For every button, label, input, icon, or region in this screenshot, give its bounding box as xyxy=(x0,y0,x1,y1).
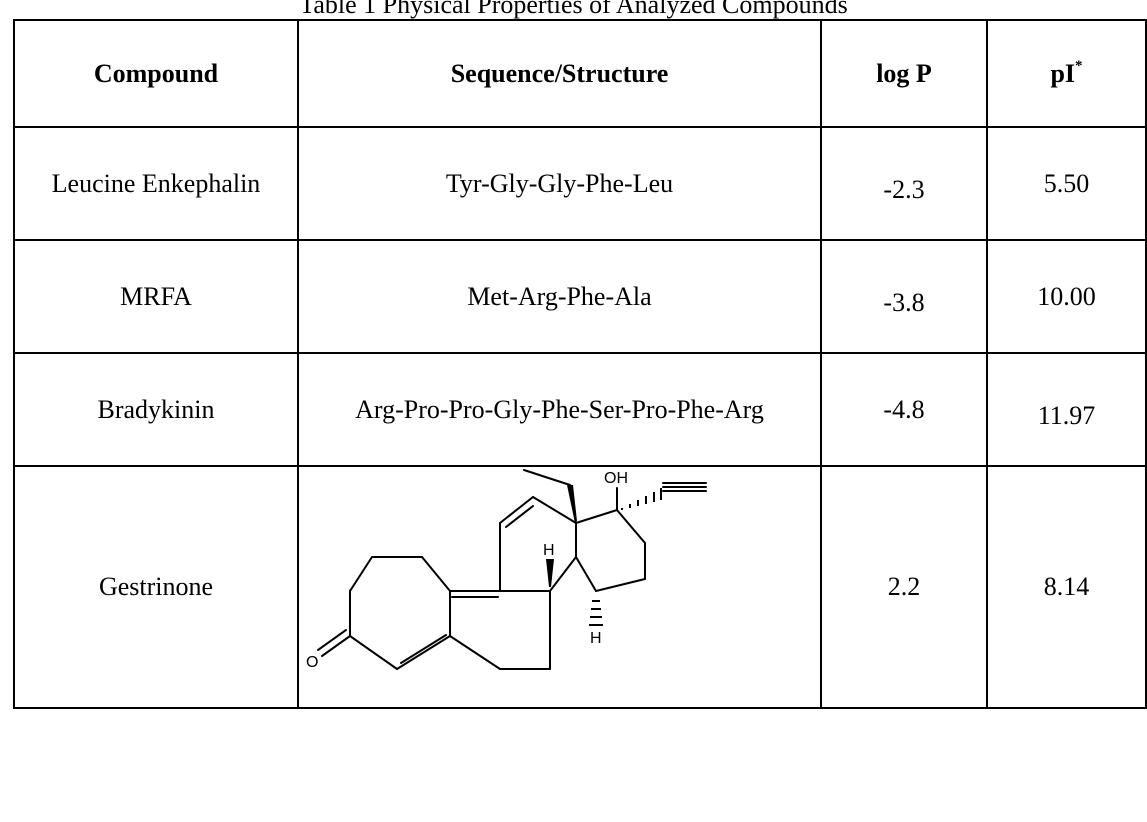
header-compound: Compound xyxy=(13,19,299,128)
header-pi-label: pI xyxy=(1050,58,1076,88)
cell-logp: -3.8 xyxy=(820,239,988,354)
cell-pi: 8.14 xyxy=(986,465,1147,709)
cell-compound: MRFA xyxy=(13,239,299,354)
gestrinone-structure-drawing: OH H H O xyxy=(306,469,707,671)
logp-value: -2.3 xyxy=(883,174,925,204)
header-logp: log P xyxy=(820,19,988,128)
cell-sequence: Tyr-Gly-Gly-Phe-Leu xyxy=(297,126,822,241)
cell-compound: Leucine Enkephalin xyxy=(13,126,299,241)
table-row: Bradykinin Arg-Pro-Pro-Gly-Phe-Ser-Pro-P… xyxy=(13,352,1147,467)
header-sequence: Sequence/Structure xyxy=(297,19,822,128)
cell-sequence: Arg-Pro-Pro-Gly-Phe-Ser-Pro-Phe-Arg xyxy=(297,352,822,467)
atom-o-label: O xyxy=(306,654,318,671)
cell-compound: Gestrinone xyxy=(13,465,299,709)
atom-h-label: H xyxy=(590,630,602,647)
cell-pi: 10.00 xyxy=(986,239,1147,354)
cell-logp: -4.8 xyxy=(820,352,988,467)
cell-logp: 2.2 xyxy=(820,465,988,709)
logp-value: -3.8 xyxy=(883,287,925,317)
pi-value: 11.97 xyxy=(1037,400,1096,430)
atom-h-label: H xyxy=(543,542,555,559)
cell-logp: -2.3 xyxy=(820,126,988,241)
cell-pi: 11.97 xyxy=(986,352,1147,467)
cell-sequence: Met-Arg-Phe-Ala xyxy=(297,239,822,354)
table-row: MRFA Met-Arg-Phe-Ala -3.8 10.00 xyxy=(13,239,1147,354)
cell-structure: OH H H O xyxy=(297,465,822,709)
cell-compound: Bradykinin xyxy=(13,352,299,467)
atom-oh-label: OH xyxy=(604,470,628,487)
cell-pi: 5.50 xyxy=(986,126,1147,241)
properties-table: Compound Sequence/Structure log P pI* Le… xyxy=(13,19,1147,709)
header-pi: pI* xyxy=(986,19,1147,128)
header-row: Compound Sequence/Structure log P pI* xyxy=(13,19,1147,128)
table-row: Gestrinone xyxy=(13,465,1147,709)
header-pi-footnote-mark: * xyxy=(1075,57,1083,74)
table-row: Leucine Enkephalin Tyr-Gly-Gly-Phe-Leu -… xyxy=(13,126,1147,241)
table-caption: Table 1 Physical Properties of Analyzed … xyxy=(299,0,848,19)
